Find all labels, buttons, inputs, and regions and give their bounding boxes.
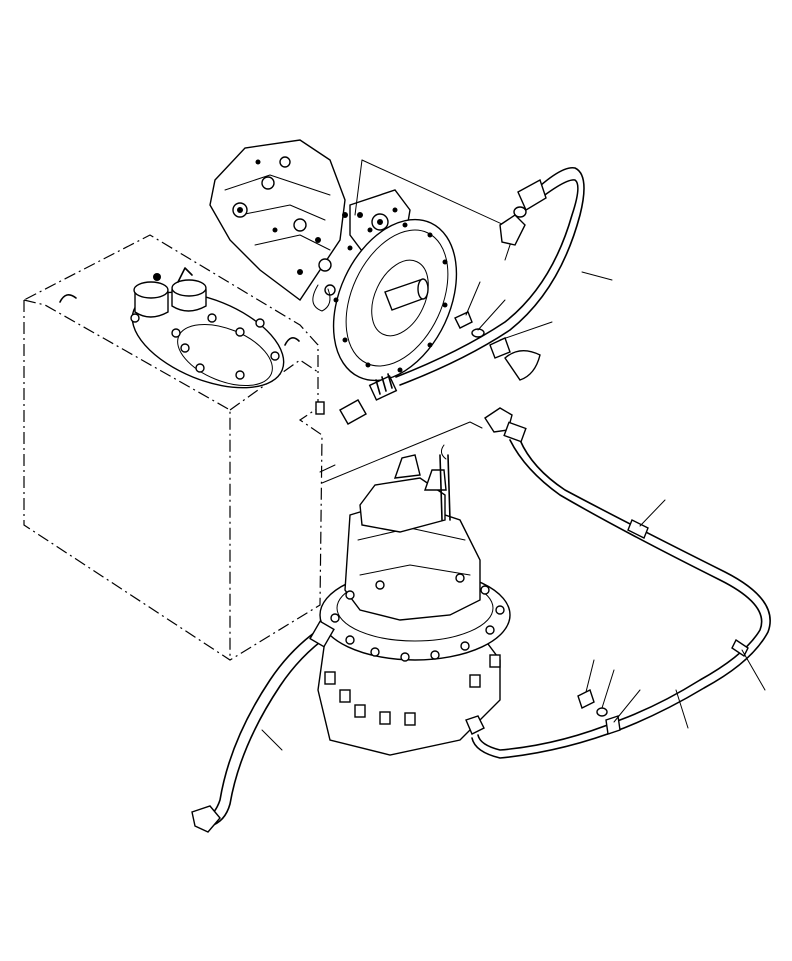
tank-cover-bolts	[130, 313, 280, 380]
motor-flange-bolts	[330, 573, 505, 662]
main-pump	[209, 139, 516, 382]
lower-clamp-set	[577, 659, 615, 717]
elbow-fitting-upper	[499, 206, 527, 246]
tank-filter-caps	[133, 267, 207, 318]
drain-hose-upper	[339, 167, 585, 425]
drain-hose-lower	[191, 620, 335, 833]
motor-base-bolts	[324, 654, 501, 726]
swing-motor	[317, 407, 513, 756]
reference-line-middle	[321, 421, 483, 484]
drain-hose-middle	[471, 421, 771, 759]
flange-bolts	[333, 222, 448, 373]
upper-clamp-set	[454, 271, 613, 381]
hydraulic-tank	[23, 234, 325, 661]
reference-line-lower	[319, 464, 336, 473]
